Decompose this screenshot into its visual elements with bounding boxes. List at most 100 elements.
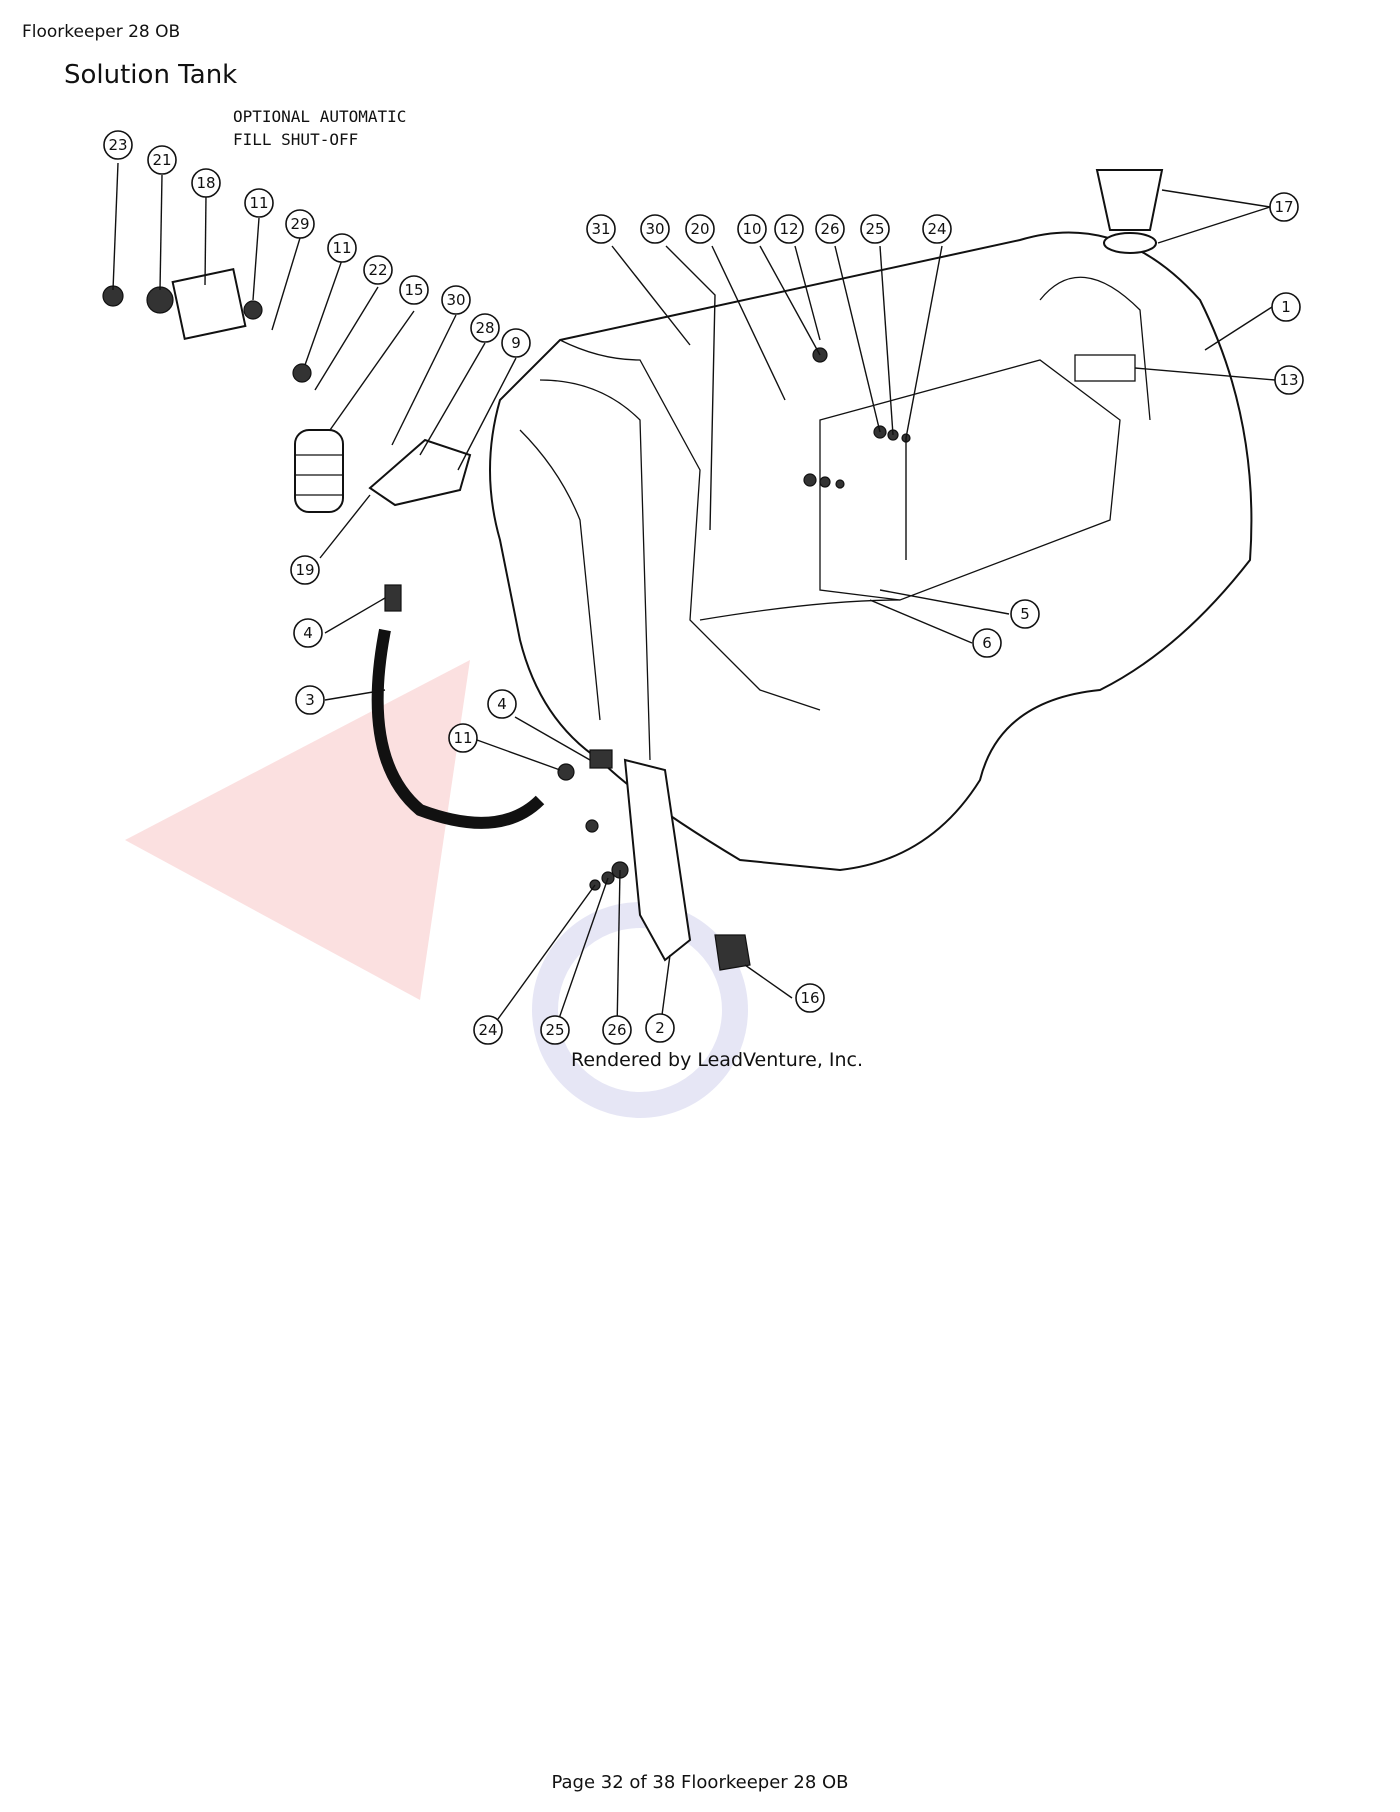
callout-26: 26	[602, 1015, 632, 1045]
callout-label: 1	[1281, 298, 1291, 316]
valve-part	[714, 934, 751, 971]
callout-6: 6	[972, 628, 1002, 658]
callout-16: 16	[795, 983, 825, 1013]
callout-25: 25	[540, 1015, 570, 1045]
callout-label: 29	[290, 215, 309, 233]
callout-bubble	[285, 209, 315, 239]
callout-label: 4	[497, 695, 507, 713]
callout-bubble	[103, 130, 133, 160]
callout-30: 30	[640, 214, 670, 244]
callout-bubble	[293, 618, 323, 648]
callout-19: 19	[290, 555, 320, 585]
callout-21: 21	[147, 145, 177, 175]
callout-label: 16	[800, 989, 819, 1007]
solution-tank	[489, 231, 1253, 872]
callout-3: 3	[295, 685, 325, 715]
callout-label: 3	[305, 691, 315, 709]
callout-bubble	[815, 214, 845, 244]
document-header: Floorkeeper 28 OB	[22, 22, 181, 42]
callout-25: 25	[860, 214, 890, 244]
callout-bubble	[774, 214, 804, 244]
hose-part	[371, 628, 545, 829]
callout-22: 22	[363, 255, 393, 285]
callout-label: 25	[545, 1021, 564, 1039]
callout-bubble	[501, 328, 531, 358]
callout-label: 30	[645, 220, 664, 238]
callout-label: 11	[249, 194, 268, 212]
callout-bubble	[922, 214, 952, 244]
callout-label: 2	[655, 1019, 665, 1037]
callout-bubble	[473, 1015, 503, 1045]
callout-30: 30	[441, 285, 471, 315]
callout-1: 1	[1271, 292, 1301, 322]
callout-label: 31	[591, 220, 610, 238]
callout-5: 5	[1010, 599, 1040, 629]
callout-bubble	[586, 214, 616, 244]
optional-fill-note-line1: OPTIONAL AUTOMATIC	[233, 107, 406, 126]
callout-label: 20	[690, 220, 709, 238]
callout-label: 9	[511, 334, 521, 352]
callout-31: 31	[586, 214, 616, 244]
callout-bubble	[602, 1015, 632, 1045]
callout-2: 2	[645, 1013, 675, 1043]
bracket-plate-part	[368, 438, 472, 507]
callout-bubble	[1010, 599, 1040, 629]
callout-bubble	[640, 214, 670, 244]
callout-bubble	[1269, 192, 1299, 222]
callout-bubble	[795, 983, 825, 1013]
callout-11: 11	[448, 723, 478, 753]
callout-bubble	[540, 1015, 570, 1045]
optional-fill-note-line2: FILL SHUT-OFF	[233, 130, 358, 149]
callout-26: 26	[815, 214, 845, 244]
callout-label: 15	[404, 281, 423, 299]
callout-28: 28	[470, 313, 500, 343]
callout-4: 4	[293, 618, 323, 648]
callout-17: 17	[1269, 192, 1299, 222]
callout-bubble	[327, 233, 357, 263]
mount-plate-part	[171, 268, 247, 340]
callout-label: 19	[295, 561, 314, 579]
callout-9: 9	[501, 328, 531, 358]
callout-label: 26	[820, 220, 839, 238]
callout-label: 11	[332, 239, 351, 257]
callout-bubble	[972, 628, 1002, 658]
callout-bubble	[487, 689, 517, 719]
callout-4: 4	[487, 689, 517, 719]
callout-15: 15	[399, 275, 429, 305]
callout-label: 26	[607, 1021, 626, 1039]
callout-label: 28	[475, 319, 494, 337]
callout-bubble	[290, 555, 320, 585]
callout-label: 4	[303, 624, 313, 642]
callout-label: 5	[1020, 605, 1030, 623]
section-title: Solution Tank	[64, 60, 238, 90]
callout-label: 12	[779, 220, 798, 238]
callout-bubble	[685, 214, 715, 244]
callout-label: 17	[1274, 198, 1293, 216]
callout-11: 11	[244, 188, 274, 218]
callout-label: 11	[453, 729, 472, 747]
callout-13: 13	[1274, 365, 1304, 395]
callout-label: 21	[152, 151, 171, 169]
callout-bubble	[860, 214, 890, 244]
callout-label: 24	[927, 220, 946, 238]
callout-10: 10	[737, 214, 767, 244]
callout-20: 20	[685, 214, 715, 244]
callout-label: 13	[1279, 371, 1298, 389]
callout-label: 24	[478, 1021, 497, 1039]
valve-plate-part	[623, 758, 692, 962]
callout-label: 23	[108, 136, 127, 154]
callout-bubble	[399, 275, 429, 305]
page-footer: Page 32 of 38 Floorkeeper 28 OB	[551, 1772, 849, 1793]
funnel-part	[1095, 169, 1164, 254]
callout-bubble	[295, 685, 325, 715]
leader-lines	[112, 162, 1276, 1031]
callout-bubble	[441, 285, 471, 315]
callout-12: 12	[774, 214, 804, 244]
render-credit: Rendered by LeadVenture, Inc.	[571, 1049, 863, 1071]
callout-label: 25	[865, 220, 884, 238]
callout-bubble	[244, 188, 274, 218]
callout-24: 24	[922, 214, 952, 244]
callout-bubble	[737, 214, 767, 244]
